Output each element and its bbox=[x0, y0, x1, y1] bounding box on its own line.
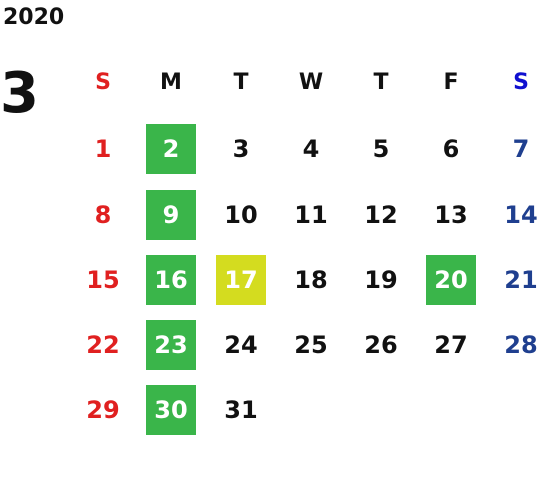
day-cell[interactable]: 18 bbox=[294, 266, 328, 294]
weekday-tuesday: T bbox=[233, 69, 249, 95]
day-cell[interactable]: 26 bbox=[364, 331, 398, 359]
week-row: 29 30 31 bbox=[68, 385, 548, 435]
weekday-wednesday: W bbox=[298, 69, 324, 95]
day-cell[interactable]: 29 bbox=[86, 396, 120, 424]
weekday-saturday: S bbox=[513, 69, 529, 95]
day-cell[interactable]: 7 bbox=[512, 135, 530, 163]
day-cell[interactable]: 31 bbox=[224, 396, 258, 424]
week-row: 8 9 10 11 12 13 14 bbox=[68, 190, 548, 240]
day-cell[interactable]: 10 bbox=[224, 201, 258, 229]
weekday-monday: M bbox=[160, 69, 182, 95]
weekday-friday: F bbox=[443, 69, 459, 95]
day-cell[interactable]: 19 bbox=[364, 266, 398, 294]
day-cell-highlighted[interactable]: 20 bbox=[426, 255, 476, 305]
year-label: 2020 bbox=[3, 5, 65, 30]
weekday-sunday: S bbox=[95, 69, 111, 95]
month-number: 3 bbox=[0, 61, 39, 126]
day-cell[interactable]: 12 bbox=[364, 201, 398, 229]
week-row: 1 2 3 4 5 6 7 bbox=[68, 124, 548, 174]
day-cell[interactable]: 14 bbox=[504, 201, 538, 229]
day-cell-highlighted[interactable]: 2 bbox=[146, 124, 196, 174]
day-cell[interactable]: 24 bbox=[224, 331, 258, 359]
day-cell[interactable]: 21 bbox=[504, 266, 538, 294]
day-cell[interactable]: 25 bbox=[294, 331, 328, 359]
day-cell[interactable]: 5 bbox=[372, 135, 390, 163]
day-cell[interactable]: 6 bbox=[442, 135, 460, 163]
weekday-header-row: S M T W T F S bbox=[68, 62, 548, 112]
day-cell-highlighted[interactable]: 23 bbox=[146, 320, 196, 370]
day-cell-highlighted[interactable]: 9 bbox=[146, 190, 196, 240]
day-cell[interactable]: 11 bbox=[294, 201, 328, 229]
day-cell[interactable]: 1 bbox=[94, 135, 112, 163]
day-cell-highlighted[interactable]: 30 bbox=[146, 385, 196, 435]
week-row: 22 23 24 25 26 27 28 bbox=[68, 320, 548, 370]
day-cell[interactable]: 15 bbox=[86, 266, 120, 294]
day-cell[interactable]: 8 bbox=[94, 201, 112, 229]
day-cell-highlighted[interactable]: 16 bbox=[146, 255, 196, 305]
weekday-thursday: T bbox=[373, 69, 389, 95]
day-cell[interactable]: 3 bbox=[232, 135, 250, 163]
day-cell[interactable]: 22 bbox=[86, 331, 120, 359]
day-cell[interactable]: 13 bbox=[434, 201, 468, 229]
day-cell-today[interactable]: 17 bbox=[216, 255, 266, 305]
week-row: 15 16 17 18 19 20 21 bbox=[68, 255, 548, 305]
day-cell[interactable]: 4 bbox=[302, 135, 320, 163]
day-cell[interactable]: 28 bbox=[504, 331, 538, 359]
day-cell[interactable]: 27 bbox=[434, 331, 468, 359]
